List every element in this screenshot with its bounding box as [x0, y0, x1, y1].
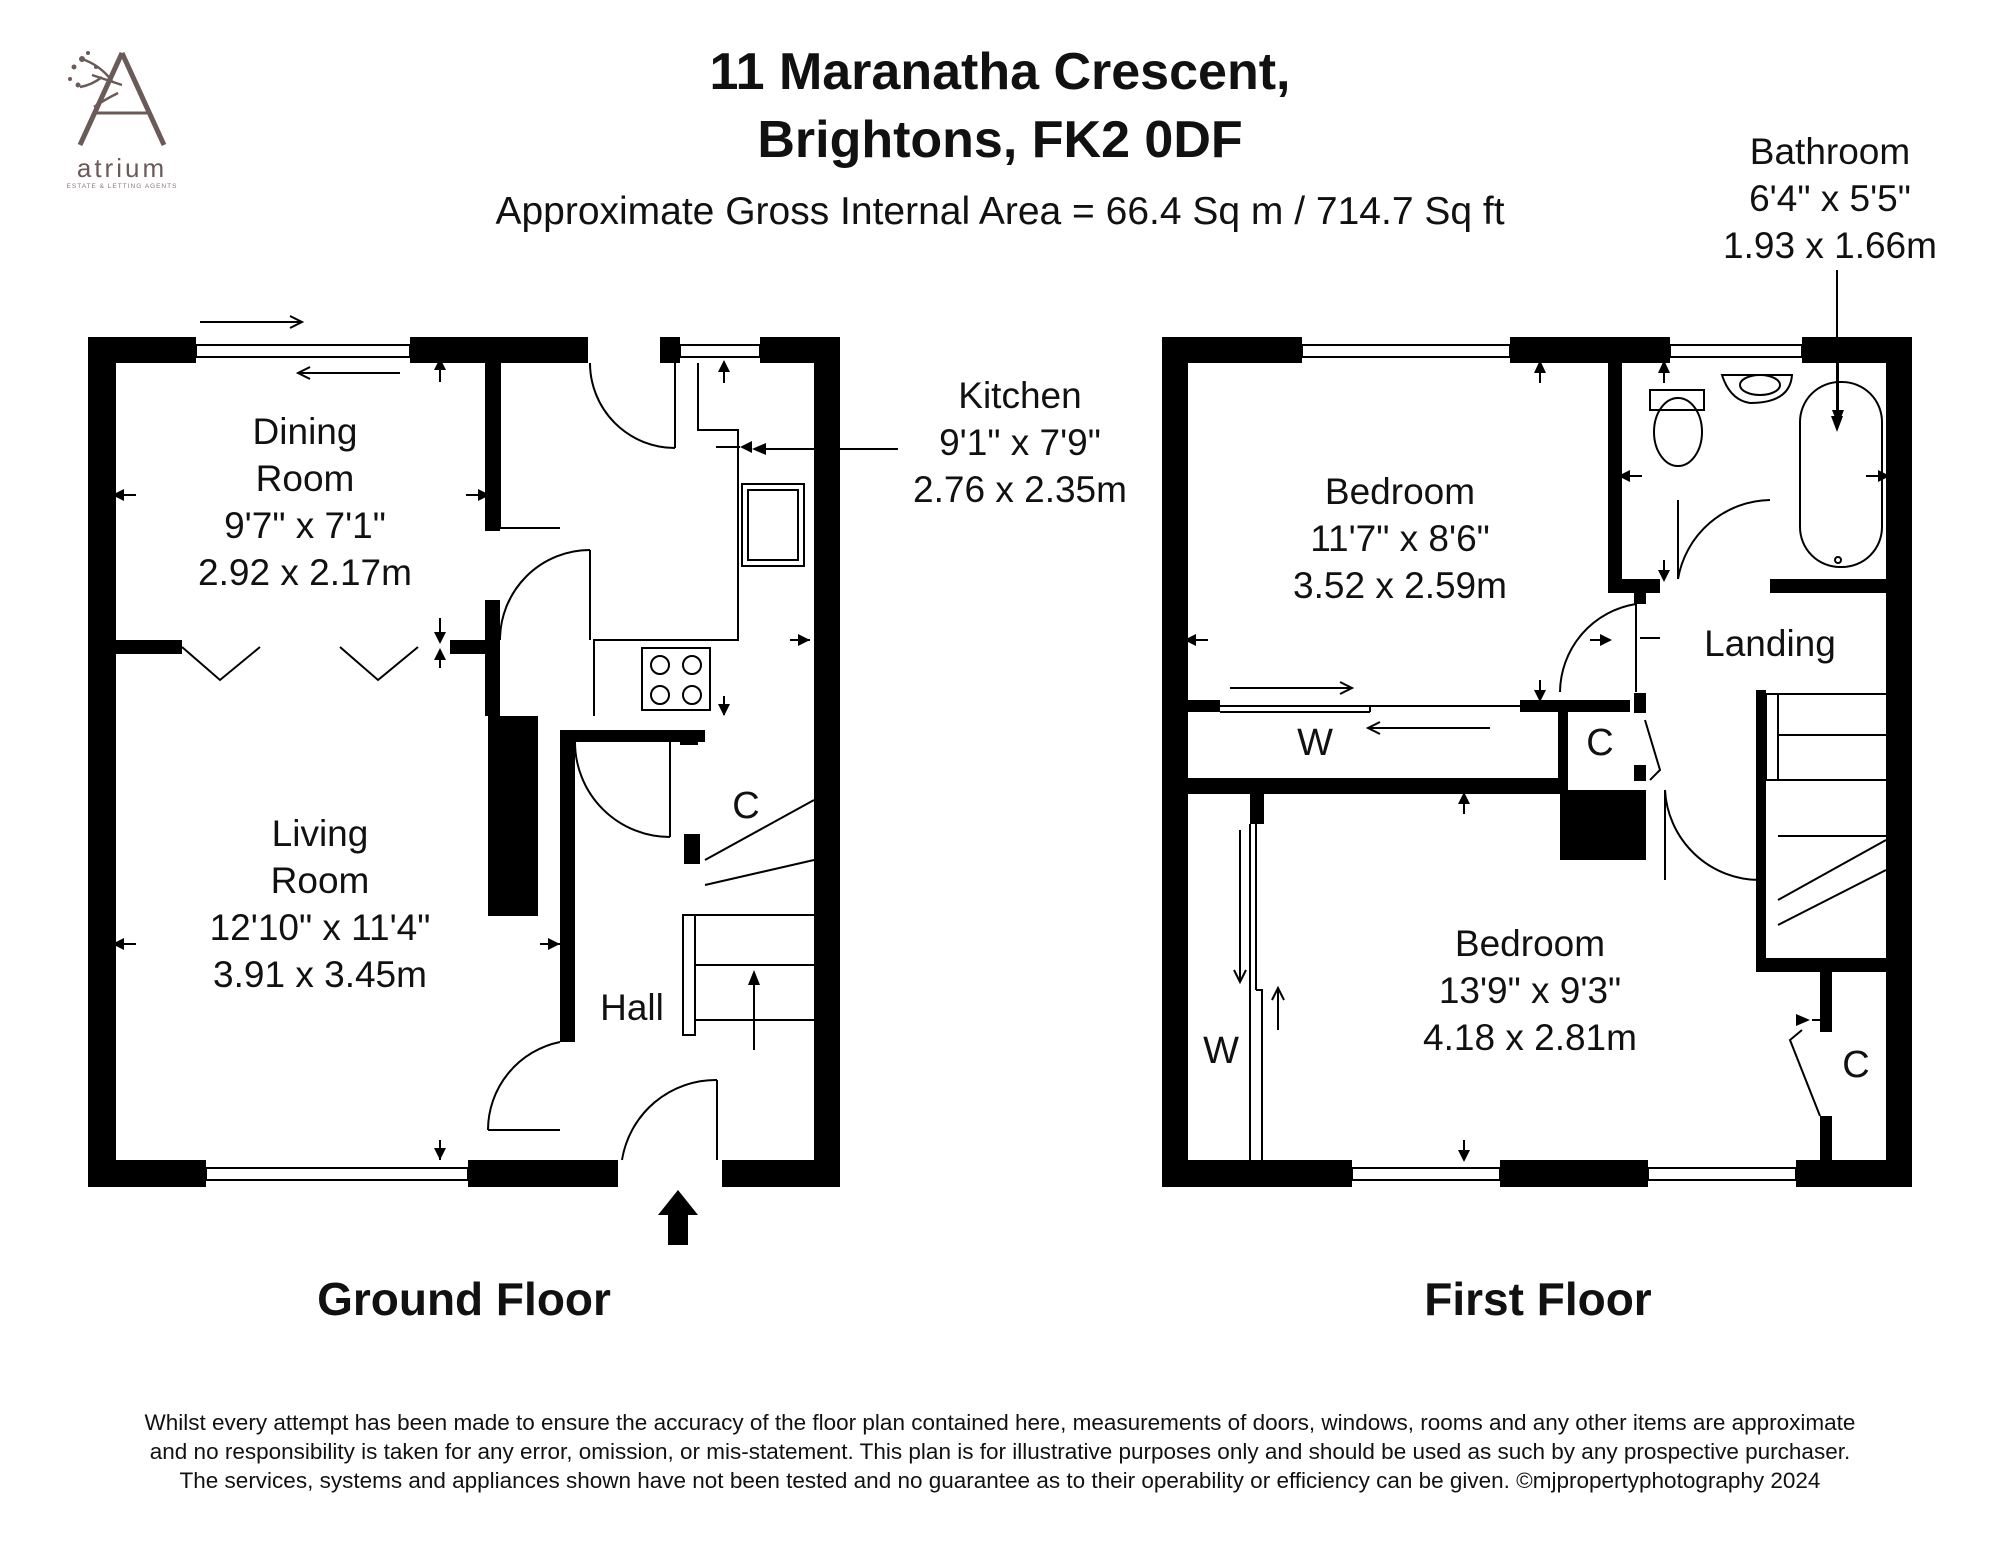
bedroom-1-label: Bedroom 11'7" x 8'6" 3.52 x 2.59m	[1250, 468, 1550, 609]
bedroom-1-name: Bedroom	[1324, 471, 1476, 512]
bedroom-2-metric: 4.18 x 2.81m	[1423, 1017, 1637, 1058]
logo-name: atrium	[76, 153, 168, 183]
bathroom-label: Bathroom 6'4" x 5'5" 1.93 x 1.66m	[1700, 128, 1960, 269]
bedroom-2-name: Bedroom	[1454, 923, 1606, 964]
ground-floor-label: Ground Floor	[317, 1273, 611, 1325]
bedroom-1-imperial: 11'7" x 8'6"	[1310, 518, 1490, 559]
wardrobe-1-label: W	[1297, 722, 1333, 764]
living-room-metric: 3.91 x 3.45m	[213, 954, 427, 995]
address-line-2: Brightons, FK2 0DF	[757, 111, 1243, 169]
hall-label: Hall	[600, 987, 664, 1028]
ground-floor-walls	[88, 337, 840, 1187]
address-line-1: 11 Maranatha Crescent,	[709, 43, 1291, 101]
living-room-label: Living Room 12'10" x 11'4" 3.91 x 3.45m	[170, 810, 470, 998]
logo: atrium ESTATE & LETTING AGENTS	[52, 45, 192, 195]
ground-cupboard-label: C	[732, 785, 760, 827]
disclaimer-line-3: The services, systems and appliances sho…	[179, 1468, 1821, 1493]
kitchen-name: Kitchen	[958, 375, 1082, 416]
bedroom-2-label: Bedroom 13'9" x 9'3" 4.18 x 2.81m	[1380, 920, 1680, 1061]
bedroom-2-imperial: 13'9" x 9'3"	[1438, 970, 1622, 1011]
cupboard-2-label: C	[1842, 1044, 1870, 1086]
dining-room-name-1: Dining	[252, 411, 358, 452]
dining-room-label: Dining Room 9'7" x 7'1" 2.92 x 2.17m	[160, 408, 450, 596]
first-floor-label: First Floor	[1424, 1273, 1652, 1325]
cupboard-1-label: C	[1586, 722, 1614, 764]
kitchen-metric: 2.76 x 2.35m	[913, 469, 1127, 510]
landing-label: Landing	[1704, 623, 1836, 664]
bathroom-imperial: 6'4" x 5'5"	[1749, 178, 1911, 219]
living-room-imperial: 12'10" x 11'4"	[209, 907, 431, 948]
living-room-name-2: Room	[270, 860, 370, 901]
dining-room-name-2: Room	[255, 458, 355, 499]
disclaimer-line-2: and no responsibility is taken for any e…	[149, 1439, 1851, 1464]
bathroom-name: Bathroom	[1749, 131, 1911, 172]
bedroom-1-metric: 3.52 x 2.59m	[1293, 565, 1507, 606]
kitchen-pointer	[752, 443, 898, 455]
bathroom-metric: 1.93 x 1.66m	[1723, 225, 1937, 266]
kitchen-imperial: 9'1" x 7'9"	[939, 422, 1101, 463]
disclaimer: Whilst every attempt has been made to en…	[60, 1408, 1940, 1495]
first-floor-arrowheads	[1184, 360, 1890, 1162]
kitchen-label: Kitchen 9'1" x 7'9" 2.76 x 2.35m	[880, 372, 1160, 513]
ground-floor-lines	[116, 315, 815, 1181]
living-room-name-1: Living	[271, 813, 369, 854]
letter-a-tree-logo-icon	[68, 51, 167, 147]
dining-room-metric: 2.92 x 2.17m	[198, 552, 412, 593]
ground-floor-arrowheads	[112, 358, 810, 1245]
first-floor-walls	[1162, 337, 1912, 1187]
bathroom-pointer	[1831, 270, 1843, 432]
wardrobe-2-label: W	[1203, 1030, 1239, 1072]
disclaimer-line-1: Whilst every attempt has been made to en…	[144, 1410, 1856, 1435]
dining-room-imperial: 9'7" x 7'1"	[224, 505, 386, 546]
gross-internal-area: Approximate Gross Internal Area = 66.4 S…	[495, 190, 1505, 233]
logo-tagline: ESTATE & LETTING AGENTS	[66, 183, 178, 190]
